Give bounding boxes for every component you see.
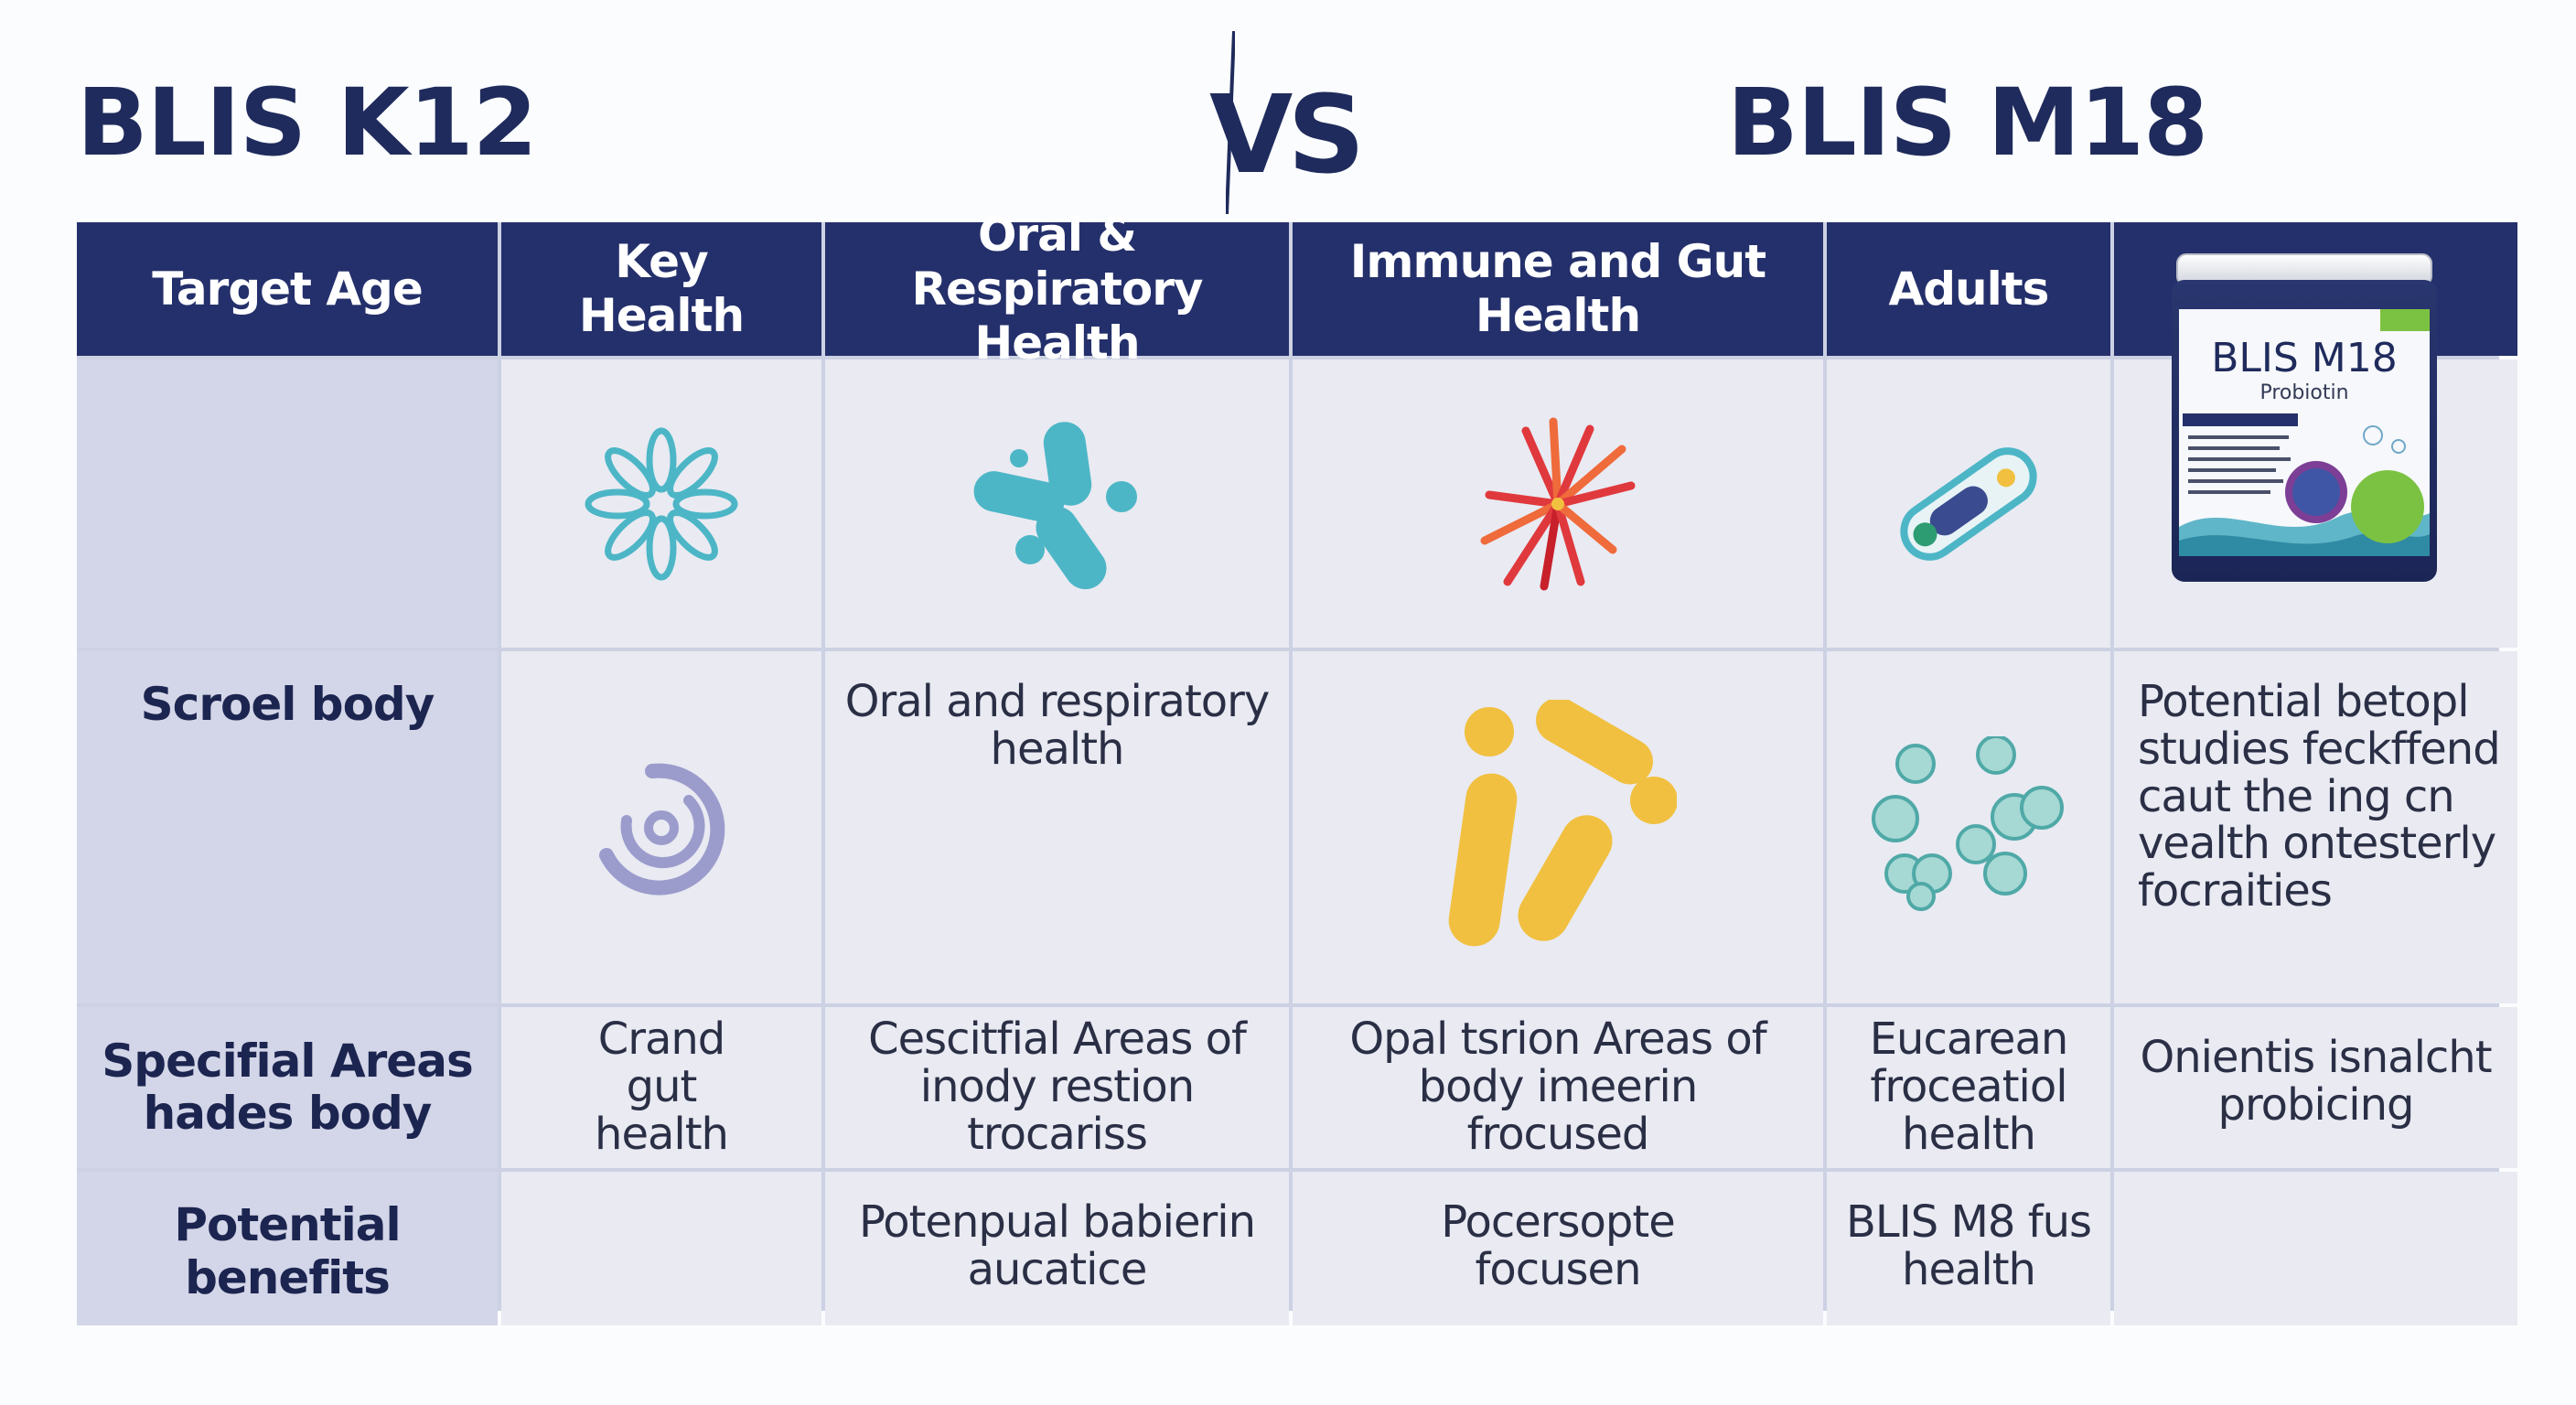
header-key-health: Key Health bbox=[501, 222, 821, 356]
row2-col5 bbox=[1827, 651, 2110, 1003]
yellow-bacteria-icon bbox=[1448, 699, 1677, 946]
row2-col3: Oral and respiratory health bbox=[825, 651, 1289, 1003]
row1-label bbox=[77, 359, 498, 648]
starburst-icon bbox=[585, 427, 738, 580]
row3-label: Specifial Areas hades body bbox=[77, 1007, 498, 1168]
title-left: BLIS K12 bbox=[77, 69, 538, 177]
row2-label: Scroel body bbox=[77, 651, 498, 1003]
spiral-icon bbox=[599, 763, 725, 896]
product-jar-image: BLIS M18 Probiotin bbox=[2172, 252, 2437, 602]
row1-col2 bbox=[501, 359, 821, 648]
red-fiber-icon bbox=[1480, 417, 1636, 590]
header-oral-respiratory: Oral & Respiratory Health bbox=[825, 209, 1289, 370]
product-name-label: BLIS M18 bbox=[2211, 335, 2398, 381]
row3-col2: Crand gut health bbox=[501, 1007, 821, 1168]
row4-col2 bbox=[501, 1172, 821, 1325]
row4-col4: Pocersopte focusen bbox=[1293, 1172, 1823, 1325]
header-immune-gut: Immune and Gut Health bbox=[1293, 222, 1823, 356]
title-right: BLIS M18 bbox=[1727, 69, 2208, 177]
row2-col4 bbox=[1293, 651, 1823, 1003]
row3-col6: Onientis isnalcht probicing bbox=[2114, 1007, 2517, 1168]
comparison-table: Target Age Key Health Oral & Respiratory… bbox=[77, 209, 2517, 1325]
bacteria-cluster-icon bbox=[973, 421, 1137, 589]
vs-slash-icon bbox=[1226, 31, 1235, 214]
row4-label: Potential benefits bbox=[77, 1172, 498, 1325]
row2-col2 bbox=[501, 651, 821, 1003]
row3-col5: Eucarean froceatiol health bbox=[1827, 1007, 2110, 1168]
row1-col3 bbox=[825, 359, 1289, 648]
header-adults: Adults bbox=[1827, 222, 2110, 356]
row4-col6 bbox=[2114, 1172, 2517, 1325]
row3-col3: Cescitfial Areas of inody restion trocar… bbox=[825, 1007, 1289, 1168]
header-target-age: Target Age bbox=[77, 222, 498, 356]
vs-label: VS bbox=[1209, 71, 1365, 198]
row2-col6: Potential betopl studies feckffend caut … bbox=[2114, 651, 2517, 1003]
row4-col3: Potenpual babierin aucatice bbox=[825, 1172, 1289, 1325]
row1-col5 bbox=[1827, 359, 2110, 648]
row3-col4: Opal tsrion Areas of body imeerin frocus… bbox=[1293, 1007, 1823, 1168]
bubbles-icon bbox=[1872, 735, 2064, 911]
row1-col4 bbox=[1293, 359, 1823, 648]
capsule-icon bbox=[1900, 446, 2037, 561]
product-subtitle-label: Probiotin bbox=[2259, 381, 2348, 404]
row4-col5: BLIS M8 fus health bbox=[1827, 1172, 2110, 1325]
